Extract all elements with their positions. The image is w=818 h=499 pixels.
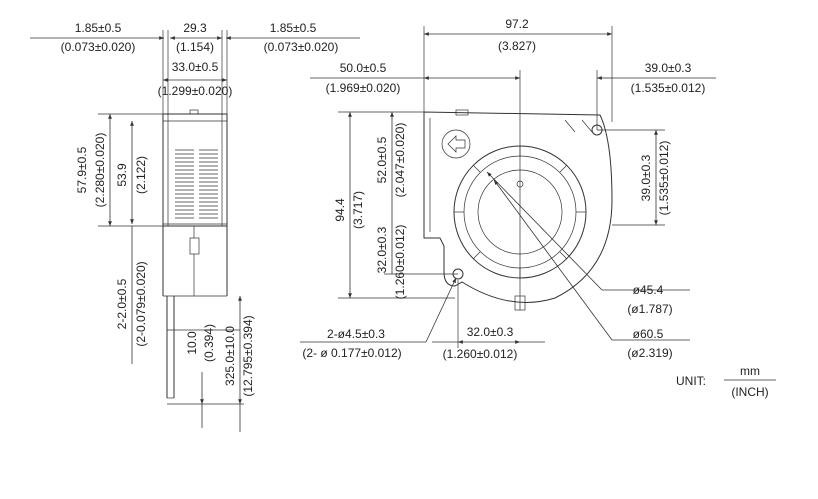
hole-to-bottom-label: 32.0±0.3 [375,226,389,273]
fan-ribs [175,149,218,219]
lead-end-inch-label: (0.394) [202,324,216,362]
unit-label: UNIT: [676,374,706,388]
housing-top-tab [455,109,469,116]
side-view: 1.85±0.5 (0.073±0.020) 29.3 (1.154) 1.85… [30,21,360,432]
hole-to-top-inch-label: (2.047±0.020) [393,123,407,198]
housing-edge [564,119,576,133]
center-mark [516,180,524,188]
body-width-inch-label: (1.154) [176,40,214,54]
impeller-dia-label: ø60.5 [633,327,664,341]
hub-circle [477,169,563,255]
impeller-blades [454,146,586,278]
unit-inch: (INCH) [731,385,768,399]
hub-dia-inch-label: (ø1.787) [627,302,672,316]
front-height-inch-label: (3.717) [351,191,365,229]
overall-width-label: 33.0±0.5 [172,60,219,74]
overall-width-inch-label: (1.299±0.020) [158,84,233,98]
lead-width-right-label: 1.85±0.5 [270,21,317,35]
lead-offset-label: 2-2.0±0.5 [115,278,129,329]
lead-offset-inch-label: (2-0.079±0.020) [134,261,148,346]
hub-dia-label: ø45.4 [633,283,664,297]
unit-legend: UNIT: mm (INCH) [676,364,776,399]
height-label: 57.9±0.5 [75,146,89,193]
rotation-direction-icon [441,129,471,159]
holes-inch-label: (2- ø 0.177±0.012) [302,346,401,360]
blower-housing [423,111,613,303]
lead-length-inch-label: (12.795±0.394) [241,315,255,396]
front-view: 97.2 (3.827) 50.0±0.5 (1.969±0.020) 39.0… [300,17,716,361]
right-vertical-label: 39.0±0.3 [639,154,653,201]
impeller-dia-inch-label: (ø2.319) [627,346,672,360]
right-vertical-inch-label: (1.535±0.012) [657,141,671,216]
holes-label: 2-ø4.5±0.3 [327,327,385,341]
right-hole-offset-inch-label: (1.535±0.012) [631,81,706,95]
body-width-label: 29.3 [183,21,207,35]
arrow-left-icon [447,135,466,153]
inner-height-inch-label: (2.122) [134,156,148,194]
hole-to-bottom-inch-label: (1.260±0.012) [393,225,407,300]
unit-mm: mm [740,364,760,378]
lead-end-label: 10.0 [185,331,199,355]
lead-width-label: 1.85±0.5 [75,21,122,35]
impeller-dia-leader [493,179,613,341]
housing-edge [581,119,593,133]
top-tab [189,109,199,115]
housing-outlet-tab [514,295,526,311]
front-height-label: 94.4 [333,198,347,222]
lead-width-right-inch-label: (0.073±0.020) [264,40,339,54]
left-to-center-label: 50.0±0.5 [340,61,387,75]
front-overall-width-inch-label: (3.827) [498,39,536,53]
hole-to-top-label: 52.0±0.5 [375,136,389,183]
inner-height-label: 53.9 [115,163,129,187]
left-to-center-inch-label: (1.969±0.020) [326,81,401,95]
lead-length-label: 325.0±10.0 [223,326,237,386]
wire-connector [189,237,200,255]
right-hole-offset-label: 39.0±0.3 [645,61,692,75]
hole-spacing-label: 32.0±0.3 [467,325,514,339]
holes-leader [425,277,457,343]
front-overall-width-label: 97.2 [505,17,529,31]
height-inch-label: (2.280±0.020) [93,133,107,208]
hole-spacing-inch-label: (1.260±0.012) [443,347,518,361]
lead-width-inch-label: (0.073±0.020) [61,40,136,54]
hub-dia-leader [486,171,603,291]
